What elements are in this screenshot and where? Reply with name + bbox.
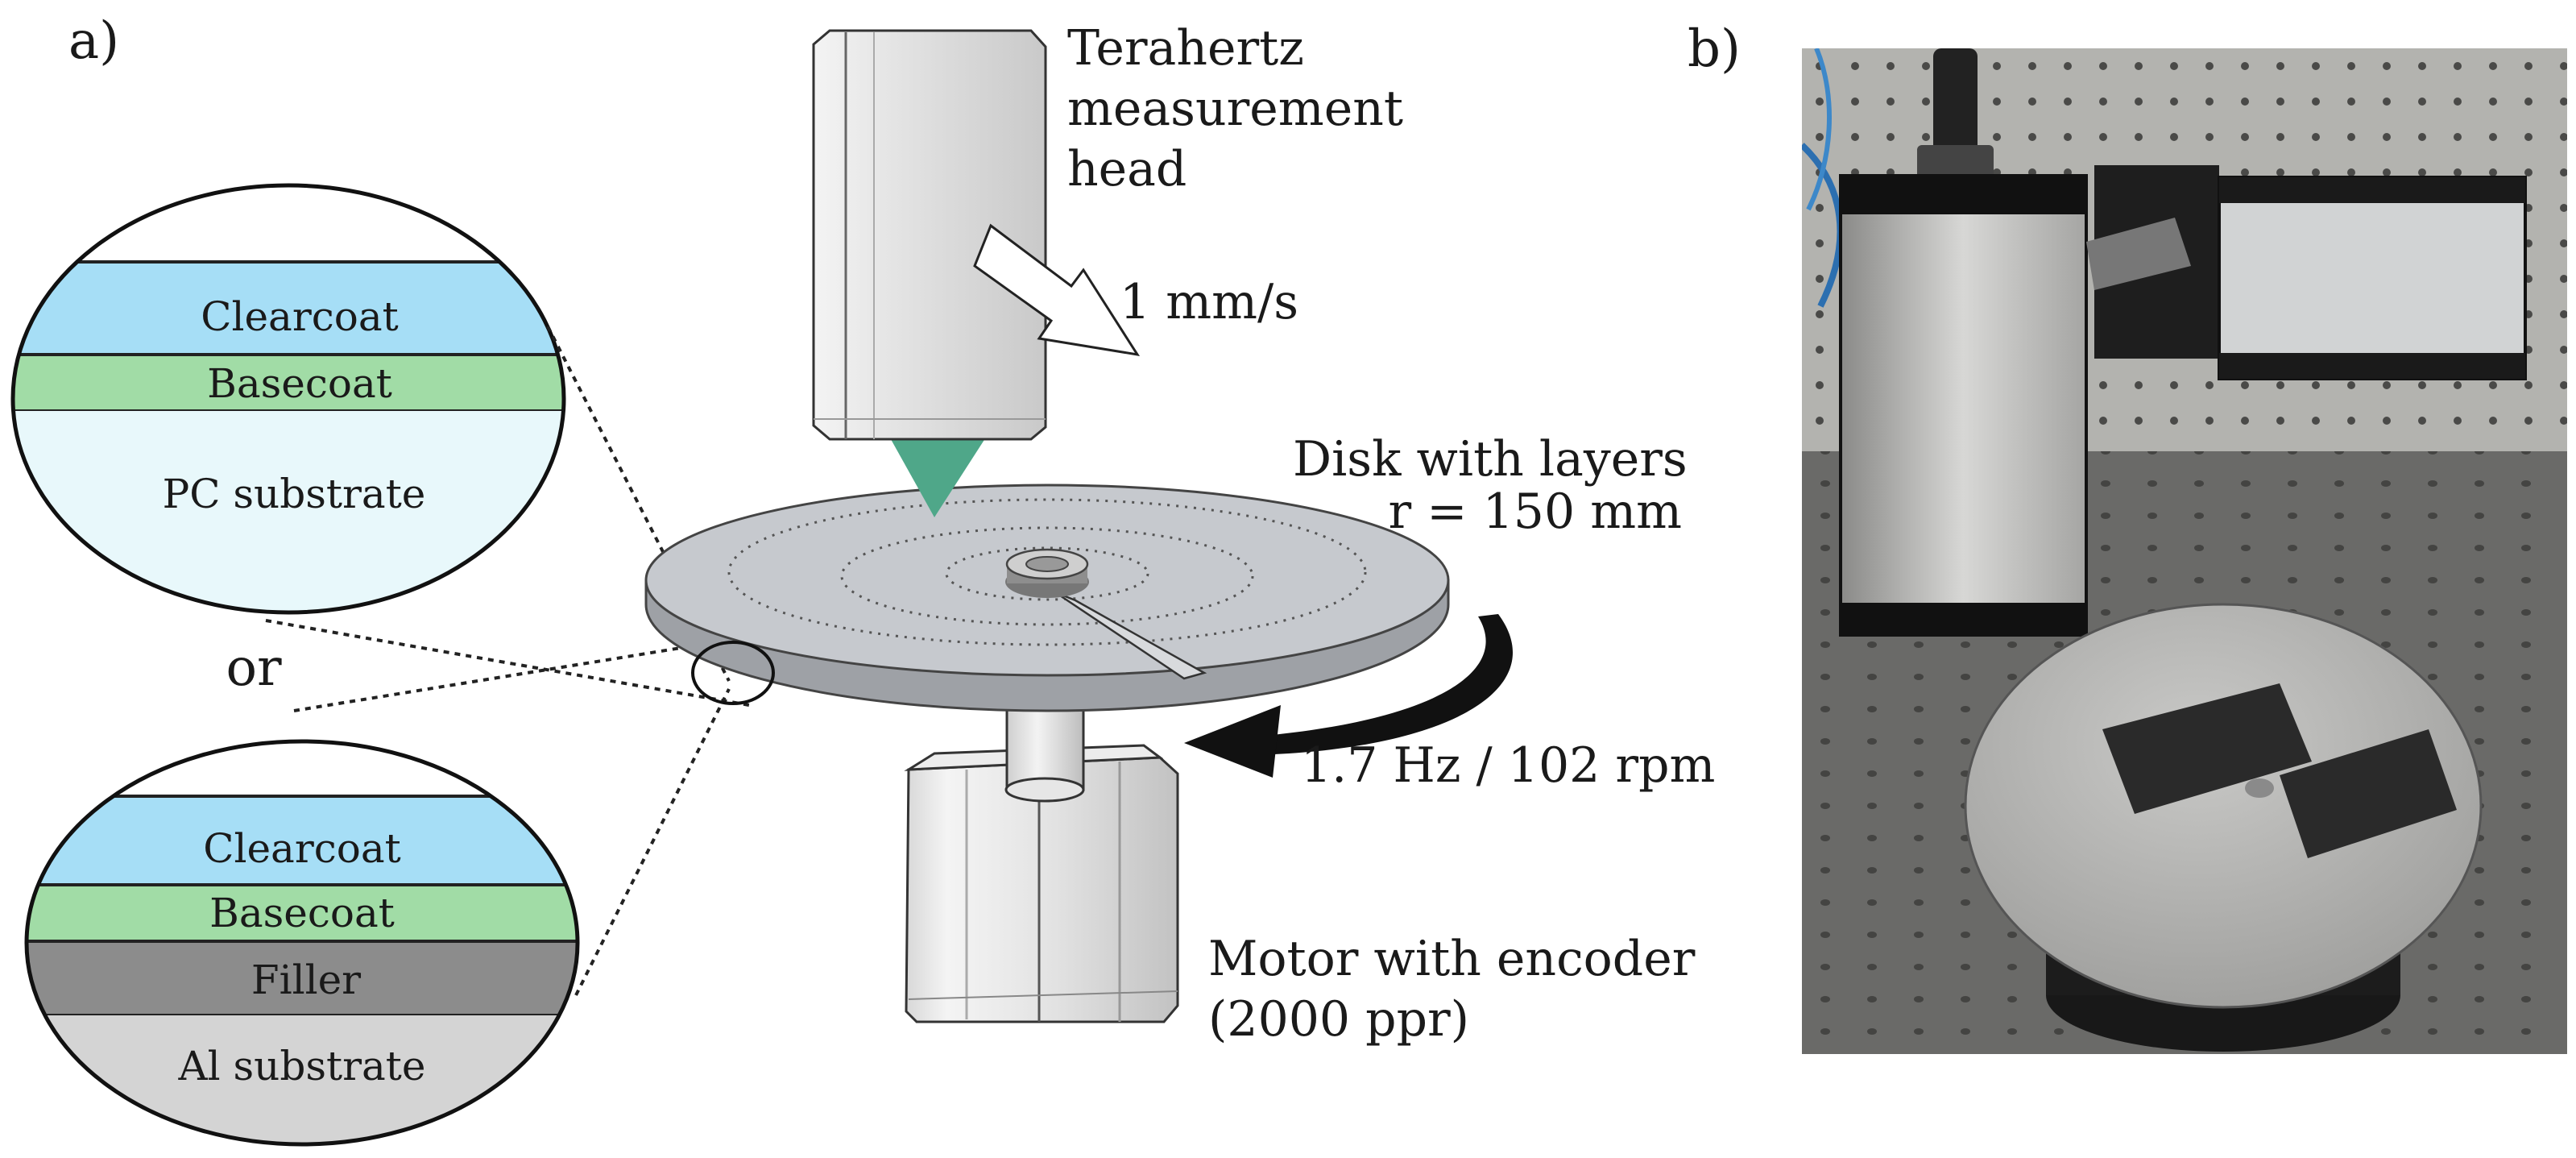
motor [904, 744, 1179, 1023]
layer-stack-top: Clearcoat Basecoat PC substrate [10, 183, 566, 615]
filler-layer [27, 940, 578, 1017]
speed-label: 1 mm/s [1120, 274, 1298, 330]
clearcoat-label-top: Clearcoat [201, 293, 399, 340]
rotation-label: 1.7 Hz / 102 rpm [1301, 737, 1715, 794]
disk-label-line1: Disk with layers [1293, 431, 1688, 488]
layer-stack-bottom: Clearcoat Basecoat Filler Al substrate [24, 739, 580, 1147]
motor-label-line2: (2000 ppr) [1208, 991, 1469, 1048]
clearcoat-layer-top [13, 260, 564, 356]
setup-photo [1802, 48, 2567, 1054]
zoom-circle [691, 641, 775, 705]
head-label-line1: Terahertz [1067, 20, 1304, 77]
or-label: or [226, 638, 282, 698]
rotation-arrow [1184, 614, 1514, 778]
terahertz-head [812, 29, 1047, 441]
head-label-line2: measurement [1067, 81, 1403, 137]
motor-label-line1: Motor with encoder [1208, 931, 1696, 987]
basecoat-layer-top [13, 353, 564, 413]
filler-label: Filler [251, 957, 361, 1003]
clearcoat-layer-bottom [27, 795, 578, 886]
basecoat-label-top: Basecoat [207, 360, 392, 407]
panel-label-b: b) [1688, 19, 1741, 79]
head-label-line3: head [1067, 141, 1187, 197]
pc-substrate-label: PC substrate [163, 471, 426, 517]
panel-label-a: a) [68, 11, 119, 71]
al-substrate-label: Al substrate [177, 1043, 425, 1090]
terahertz-beam [888, 434, 988, 517]
disk [644, 484, 1450, 712]
basecoat-label-bottom: Basecoat [209, 890, 395, 936]
clearcoat-label-bottom: Clearcoat [203, 825, 401, 872]
disk-label-line2: r = 150 mm [1389, 484, 1682, 540]
scan-direction-arrow [973, 223, 1141, 357]
